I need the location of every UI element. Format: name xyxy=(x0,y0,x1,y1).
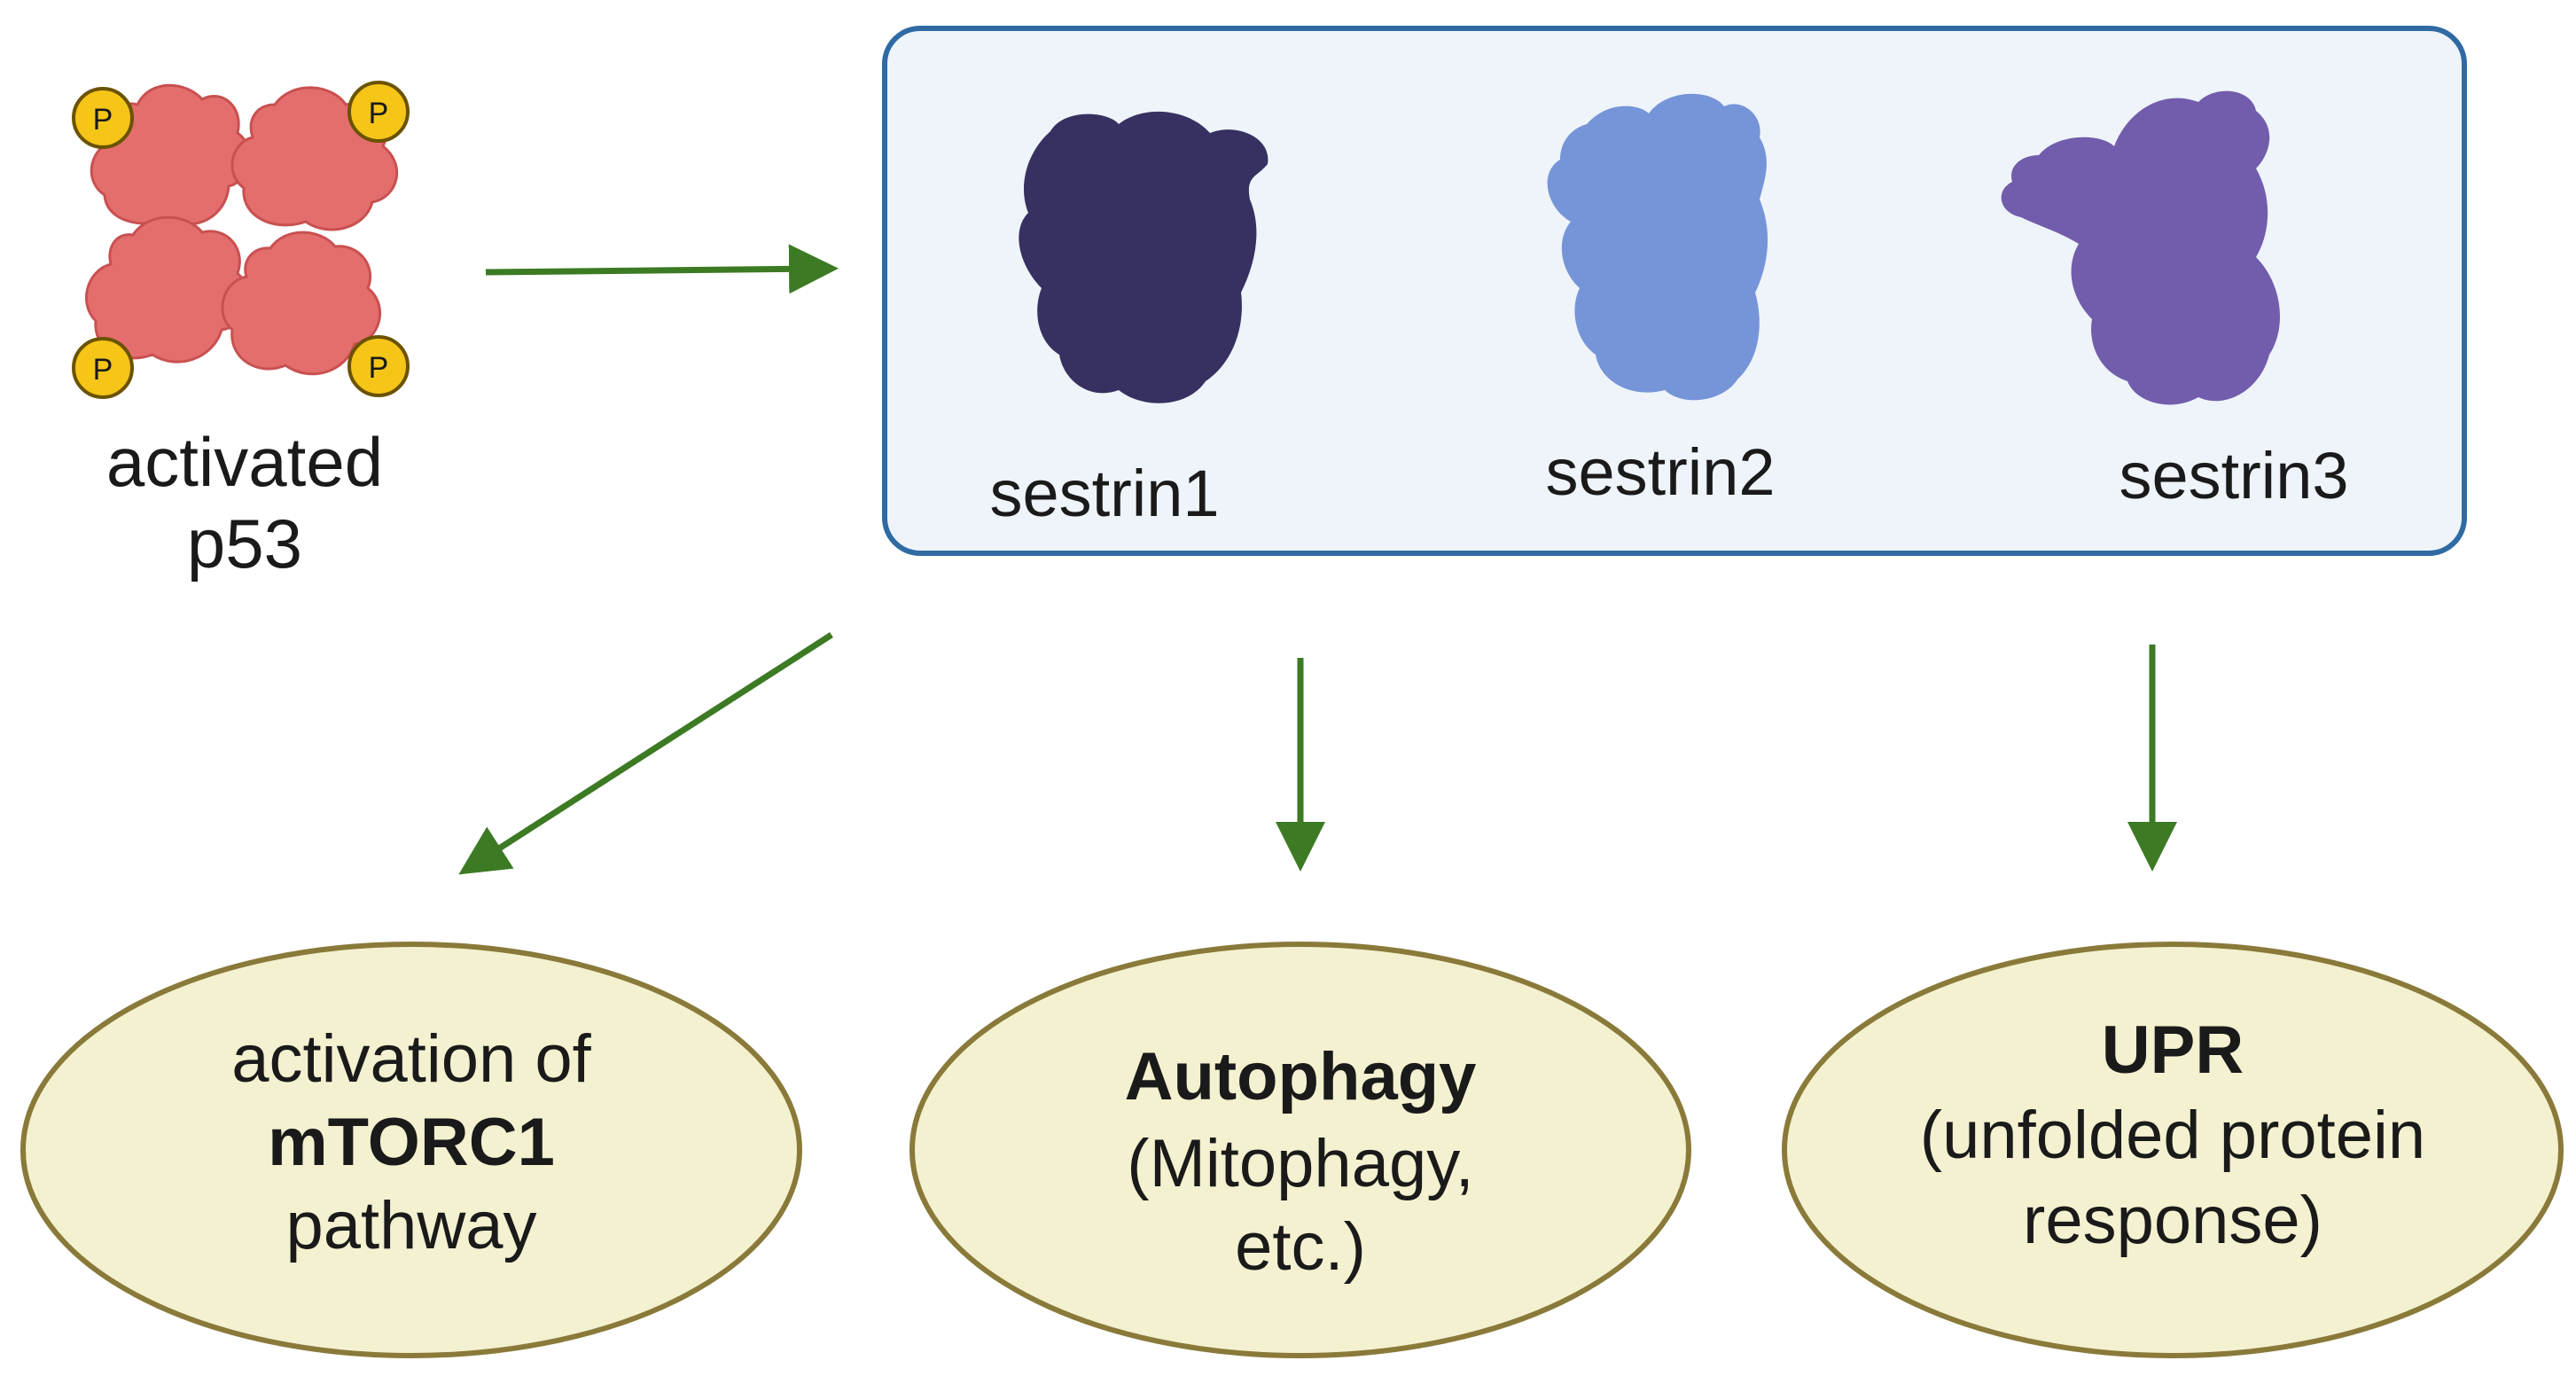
sestrin3-label: sestrin3 xyxy=(2119,439,2348,512)
upr-line2: (unfolded protein xyxy=(1920,1098,2425,1173)
outcome-autophagy: Autophagy (Mitophagy, etc.) xyxy=(909,942,1691,1358)
phospho-label: P xyxy=(93,103,113,137)
p53-protein-icon: P P P P xyxy=(72,81,410,399)
p53-subunit xyxy=(85,215,249,364)
p53-label-line2: p53 xyxy=(187,504,302,583)
phospho-group: P xyxy=(347,81,410,143)
sestrin1-protein-icon xyxy=(1019,111,1268,403)
upr-line3: response) xyxy=(2023,1183,2322,1258)
sestrin2-protein-icon xyxy=(1547,93,1768,401)
outcome-mtorc1: activation of mTORC1 pathway xyxy=(20,942,802,1358)
autophagy-line2: (Mitophagy, xyxy=(1127,1126,1473,1201)
phospho-group: P xyxy=(347,335,410,397)
phospho-label: P xyxy=(93,353,113,387)
autophagy-line3: etc.) xyxy=(1235,1209,1366,1285)
mtorc1-line3: pathway xyxy=(285,1188,536,1263)
phospho-label: P xyxy=(369,351,389,385)
upr-line1: UPR xyxy=(2102,1013,2244,1088)
p53-subunit xyxy=(221,231,382,376)
phospho-group: P xyxy=(72,337,134,399)
sestrin1-label: sestrin1 xyxy=(989,457,1219,530)
sestrin2-label: sestrin2 xyxy=(1545,435,1775,509)
outcome-upr: UPR (unfolded protein response) xyxy=(1782,942,2564,1358)
autophagy-line1: Autophagy xyxy=(1125,1039,1477,1114)
arrow-to-mtorc1 xyxy=(458,632,833,875)
arrow-p53-to-sestrins xyxy=(485,244,839,294)
phospho-group: P xyxy=(72,87,134,149)
phospho-label: P xyxy=(369,97,389,130)
mtorc1-line2: mTORC1 xyxy=(268,1105,555,1180)
mtorc1-line1: activation of xyxy=(231,1021,591,1097)
sestrin3-protein-icon xyxy=(2001,90,2280,405)
p53-label-line1: activated xyxy=(106,423,383,501)
